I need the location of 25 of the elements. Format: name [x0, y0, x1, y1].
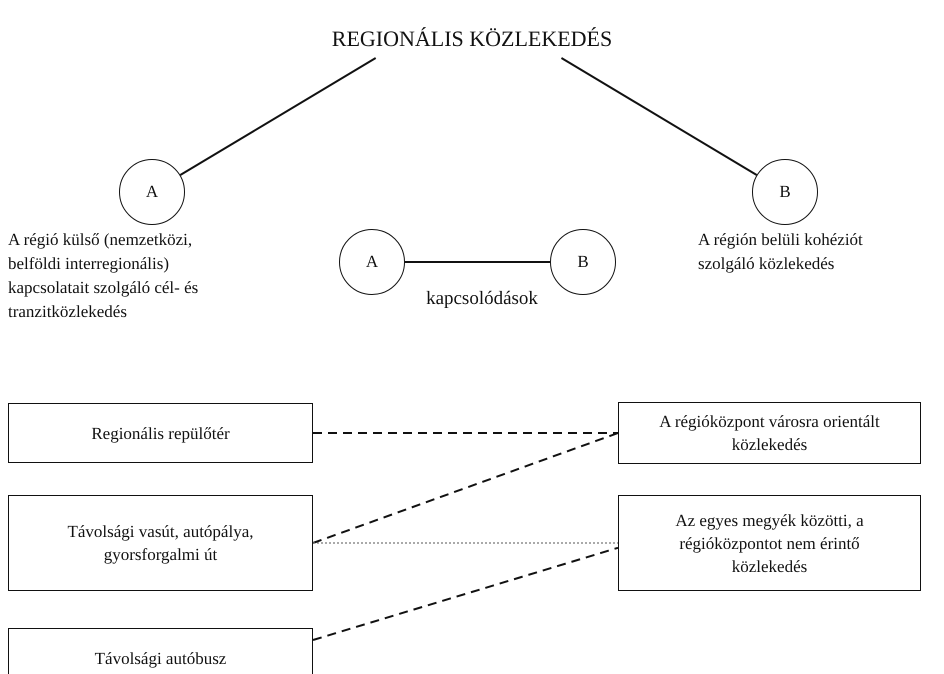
box-text: A régióközpont városra orientált közlekedés — [658, 411, 881, 456]
process-box — [618, 402, 921, 464]
box-text: Az egyes megyék közötti, a régióközpontot nem érintő közlekedés — [674, 510, 865, 578]
connector-line — [180, 57, 376, 176]
connection-label: kapcsolódások — [425, 288, 539, 310]
box-text: Távolsági autóbusz — [94, 648, 226, 670]
circle-letter: B — [779, 182, 791, 202]
dashed-connector — [312, 546, 618, 641]
connector-line — [405, 261, 550, 263]
process-box — [8, 628, 313, 674]
process-box — [8, 403, 313, 463]
process-box — [8, 495, 313, 591]
box-text: Távolsági vasút, autópálya, gyorsforgalmi út — [66, 521, 254, 566]
box-text: Regionális repülőtér — [91, 422, 230, 444]
circle-letter: A — [146, 182, 158, 202]
circle-letter: B — [577, 252, 589, 272]
title-text: REGIONÁLIS KÖZLEKEDÉS — [332, 26, 612, 52]
dashed-connector — [312, 432, 618, 544]
process-box — [618, 495, 921, 591]
description-text: A régión belüli kohéziót szolgáló közlekedés — [698, 229, 864, 275]
connector-line — [560, 57, 758, 176]
dashed-connector — [313, 432, 618, 434]
dashed-connector — [313, 542, 618, 544]
circle-letter: A — [366, 252, 378, 272]
description-text: A régió külső (nemzetközi, belföldi interregionális) kapcsolatait szolgáló cél- és tranzitközlekedés — [8, 229, 200, 323]
